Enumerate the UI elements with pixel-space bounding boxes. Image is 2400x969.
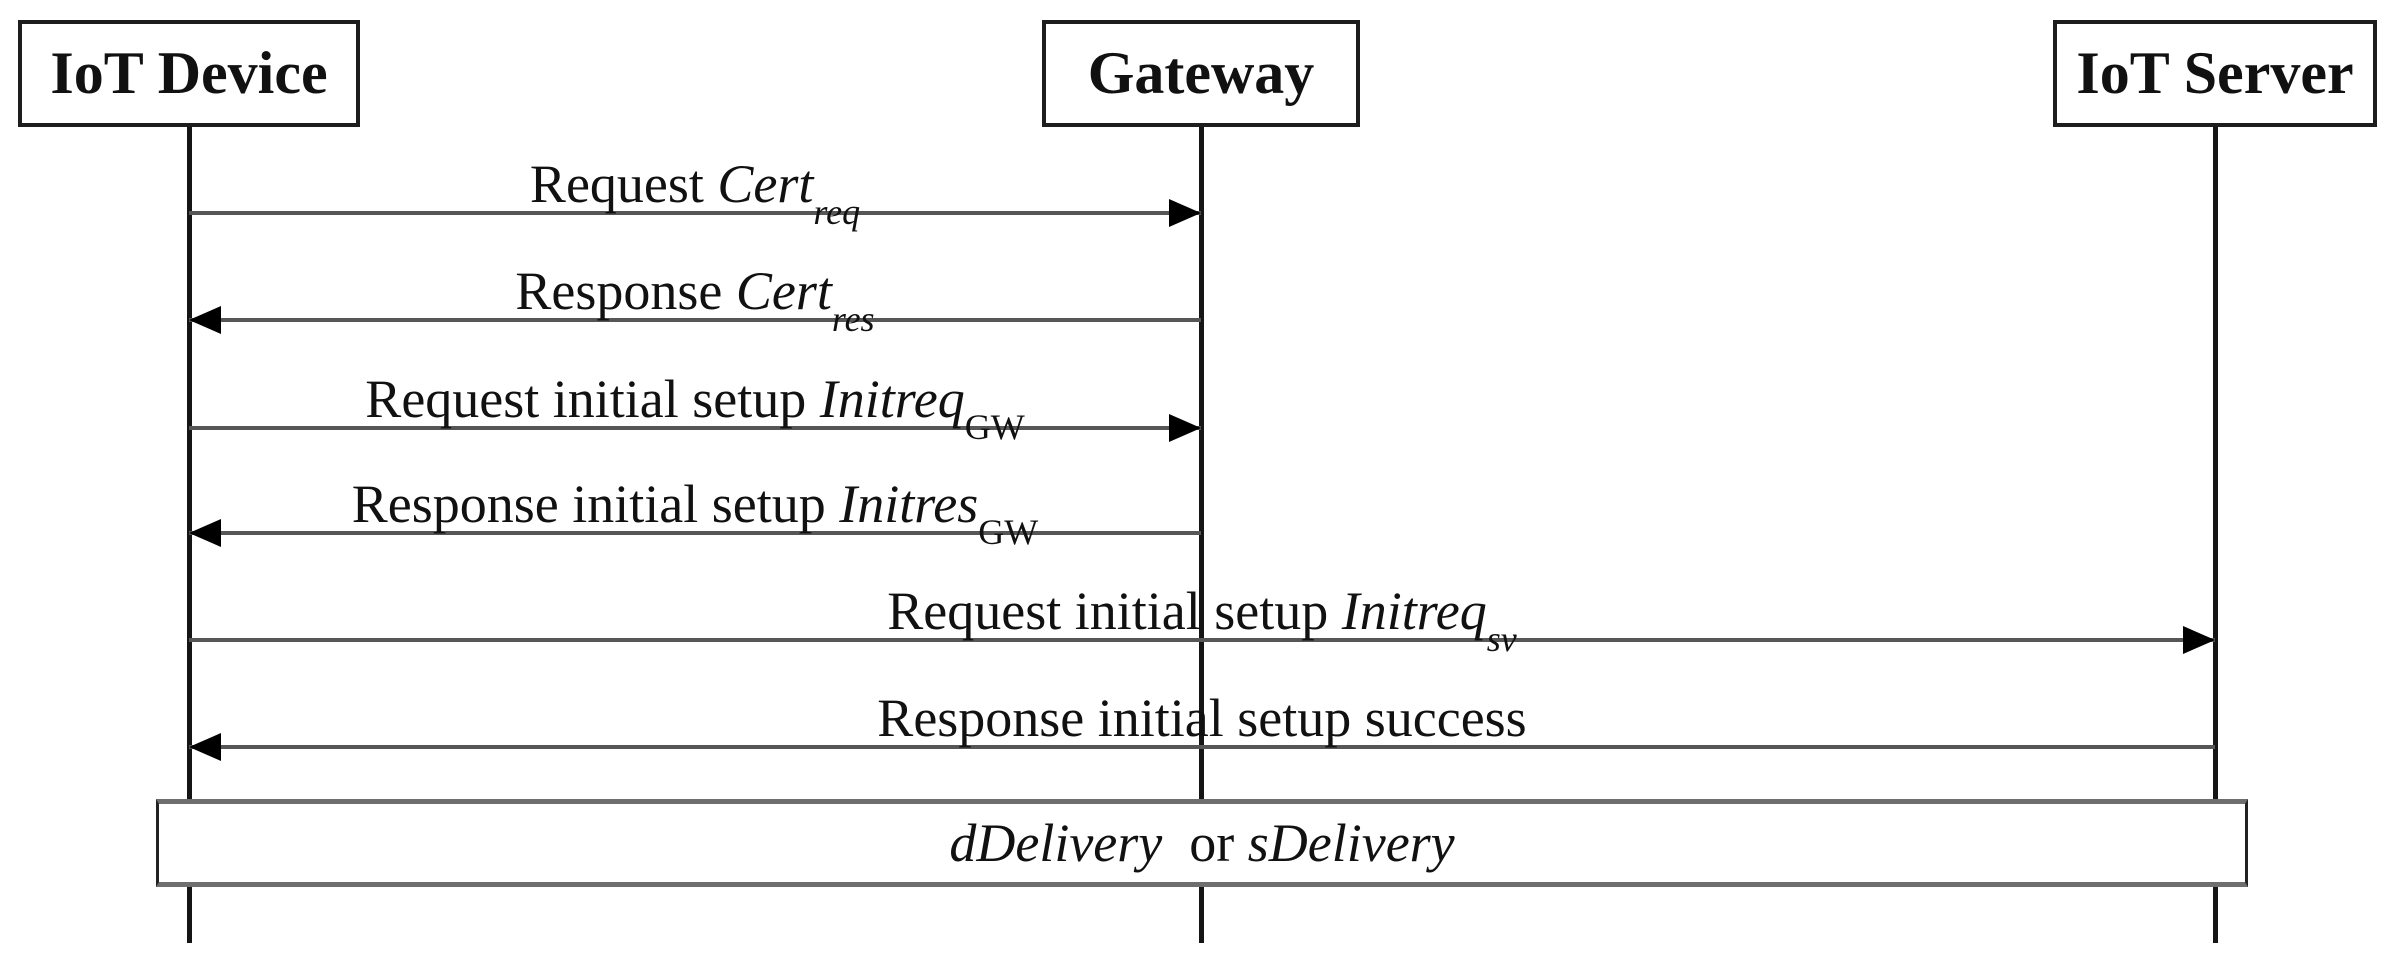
message-arrow-response-initial-gw bbox=[189, 531, 1201, 535]
lifeline-iot-device-lower bbox=[187, 886, 192, 943]
message-label-request-initial-gw: Request initial setup InitreqGW bbox=[189, 369, 1201, 445]
arrowhead-right-icon bbox=[2183, 626, 2215, 654]
message-term: Initres bbox=[839, 474, 979, 534]
message-arrow-request-initial-sv bbox=[189, 638, 2215, 642]
band-term-ddelivery: dDelivery bbox=[949, 813, 1163, 873]
message-term: Initreq bbox=[1341, 581, 1487, 641]
lifeline-gateway-lower bbox=[1199, 886, 1204, 943]
message-text: Request initial setup bbox=[365, 369, 820, 429]
message-text: Response bbox=[515, 261, 736, 321]
message-text: Request initial setup bbox=[887, 581, 1342, 641]
message-subscript: GW bbox=[978, 512, 1039, 552]
message-term: Cert bbox=[735, 261, 832, 321]
arrowhead-right-icon bbox=[1169, 199, 1201, 227]
band-term-sdelivery: sDelivery bbox=[1247, 813, 1455, 873]
delivery-band: dDelivery or sDelivery bbox=[156, 799, 2248, 887]
arrowhead-left-icon bbox=[189, 733, 221, 761]
message-subscript: GW bbox=[964, 407, 1025, 447]
message-text: Request bbox=[529, 154, 718, 214]
lifeline-iot-server-lower bbox=[2213, 886, 2218, 943]
message-term: Cert bbox=[717, 154, 814, 214]
message-label-request-cert: Request Certreq bbox=[189, 154, 1201, 230]
arrowhead-left-icon bbox=[189, 519, 221, 547]
message-subscript: sv bbox=[1486, 619, 1517, 659]
message-subscript: req bbox=[813, 192, 861, 232]
message-arrow-response-success bbox=[189, 745, 2215, 749]
lifeline-iot-server bbox=[2213, 127, 2218, 800]
actor-box-gateway: Gateway bbox=[1042, 20, 1360, 127]
message-label-response-success: Response initial setup success bbox=[189, 689, 2215, 747]
message-arrow-request-cert bbox=[189, 211, 1201, 215]
message-label-request-initial-sv: Request initial setup Initreqsv bbox=[189, 581, 2215, 657]
message-label-response-cert: Response Certres bbox=[189, 261, 1201, 337]
lifeline-gateway bbox=[1199, 127, 1204, 800]
message-arrow-response-cert bbox=[189, 318, 1201, 322]
lifeline-iot-device bbox=[187, 127, 192, 800]
message-arrow-request-initial-gw bbox=[189, 426, 1201, 430]
actor-box-iot-device: IoT Device bbox=[18, 20, 360, 127]
message-text: Response initial setup success bbox=[877, 688, 1527, 748]
arrowhead-left-icon bbox=[189, 306, 221, 334]
band-connector: or bbox=[1162, 813, 1248, 873]
message-term: Initreq bbox=[819, 369, 965, 429]
arrowhead-right-icon bbox=[1169, 414, 1201, 442]
message-text: Response initial setup bbox=[351, 474, 840, 534]
actor-box-iot-server: IoT Server bbox=[2053, 20, 2377, 127]
message-label-response-initial-gw: Response initial setup InitresGW bbox=[189, 474, 1201, 550]
message-subscript: res bbox=[831, 299, 875, 339]
